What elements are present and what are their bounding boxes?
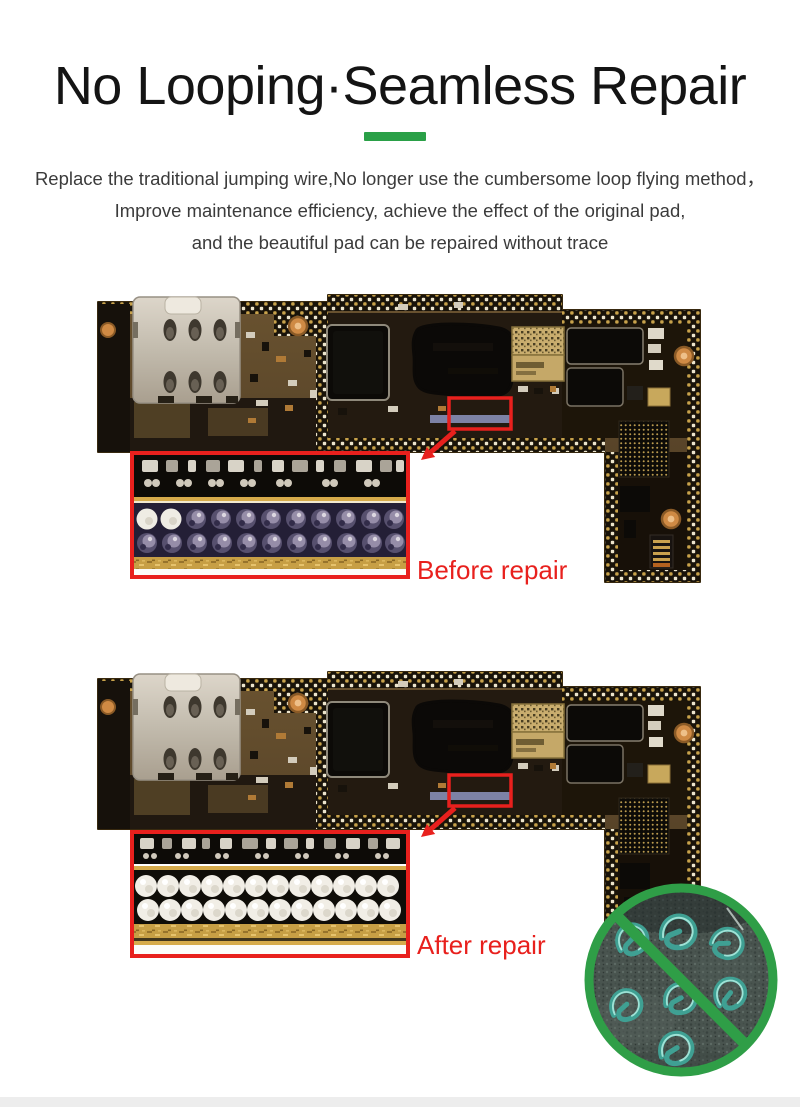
after-repair-label: After repair [417, 930, 546, 960]
subtitle-line: and the beautiful pad can be repaired wi… [191, 232, 609, 253]
prohibition-ring [584, 883, 778, 1077]
before-repair-label: Before repair [417, 555, 568, 585]
bottom-edge-strip [0, 1097, 800, 1107]
inset-top-pads [142, 460, 404, 472]
inset-top-dots [143, 853, 389, 859]
subtitle: Replace the traditional jumping wire,No … [0, 163, 800, 259]
macro-inset-after [130, 830, 410, 958]
page-title: No Looping·Seamless Repair [53, 56, 747, 116]
prohibition-diagonal [612, 911, 750, 1049]
title-underline-accent [364, 132, 426, 141]
no-loop-prohibition-icon [584, 883, 778, 1077]
subtitle-line: Improve maintenance efficiency, achieve … [114, 200, 686, 221]
inset-top-pads [140, 838, 400, 849]
inset-top-dots [144, 479, 380, 487]
macro-inset-before [130, 451, 410, 579]
subtitle-line: Replace the traditional jumping wire,No … [34, 168, 766, 189]
